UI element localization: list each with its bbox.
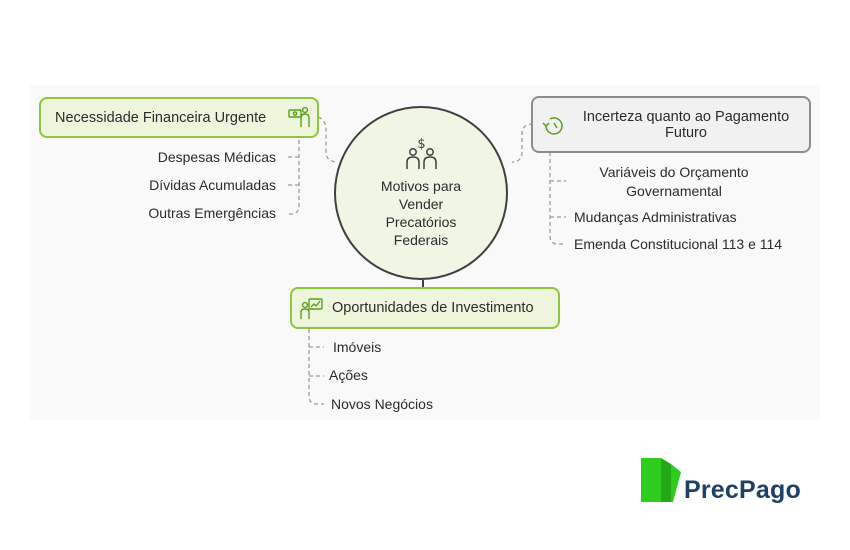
- leaf-new-businesses: Novos Negócios: [331, 396, 433, 412]
- svg-text:$: $: [417, 137, 425, 152]
- money-hand-icon: [288, 106, 310, 127]
- leaf-accumulated-debts: Dívidas Acumuladas: [149, 177, 276, 193]
- central-topic: $ Motivos para Vender Precatórios Federa…: [334, 106, 508, 280]
- leaf-budget-variables-label: Variáveis do Orçamento Governamental: [599, 164, 749, 199]
- leaf-stocks: Ações: [329, 367, 368, 383]
- brand-name: PrecPago: [684, 476, 801, 504]
- branch-financial-need-label: Necessidade Financeira Urgente: [55, 109, 267, 126]
- central-topic-label: Motivos para Vender Precatórios Federais: [380, 178, 462, 248]
- people-money-icon: $: [406, 137, 437, 169]
- branch-financial-need: Necessidade Financeira Urgente: [39, 97, 319, 138]
- leaf-other-emergencies: Outras Emergências: [148, 205, 276, 221]
- clock-arrow-icon: [542, 117, 563, 135]
- leaf-real-estate: Imóveis: [333, 339, 382, 355]
- leaf-budget-variables: Variáveis do Orçamento Governamental: [574, 163, 774, 201]
- branch-investment-opportunities-label: Oportunidades de Investimento: [332, 300, 534, 316]
- branch-payment-uncertainty: Incerteza quanto ao Pagamento Futuro: [531, 96, 811, 153]
- leaf-administrative-changes: Mudanças Administrativas: [574, 209, 737, 225]
- branch-payment-uncertainty-label: Incerteza quanto ao Pagamento Futuro: [582, 108, 790, 141]
- branch-investment-opportunities: Oportunidades de Investimento: [290, 287, 560, 329]
- leaf-medical-expenses: Despesas Médicas: [157, 149, 276, 165]
- leaf-constitutional-amendment: Emenda Constitucional 113 e 114: [574, 236, 783, 252]
- investor-chart-icon: [300, 298, 323, 319]
- precpago-logo-mark: [641, 458, 681, 502]
